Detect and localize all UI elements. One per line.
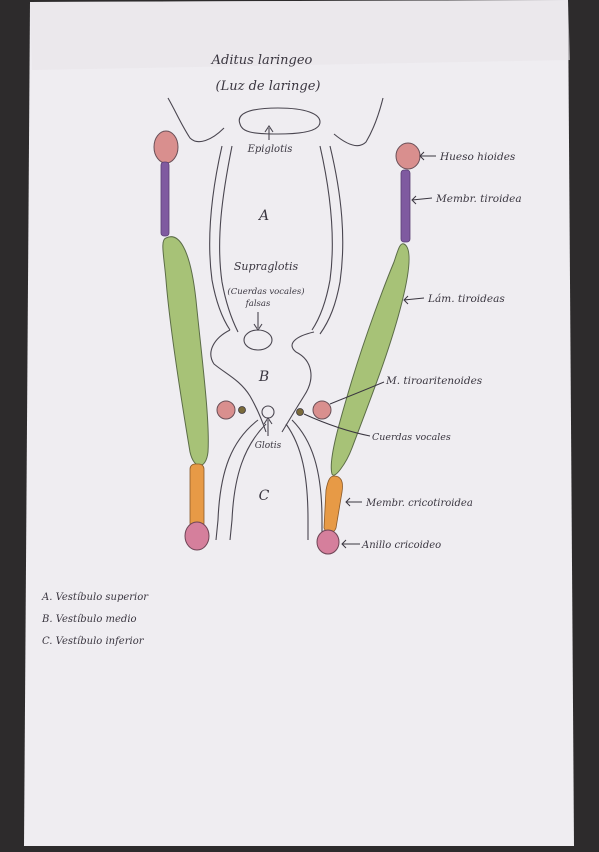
- left-infraglottic-wall-inner: [229, 423, 267, 541]
- supraglotis-note-1: (Cuerdas vocales): [227, 286, 304, 297]
- cricotiroidea-arrow: [345, 497, 362, 507]
- right-thyroarytenoid: [312, 400, 332, 420]
- left-aryepiglottic-line: [167, 97, 225, 143]
- lam-tiroideas-label: Lám. tiroideas: [427, 293, 505, 305]
- region-c-label: C: [259, 488, 270, 504]
- membrana-tiroidea-arrow: [411, 195, 433, 205]
- right-infraglottic-wall-outer: [291, 419, 323, 540]
- region-b-label: B: [258, 369, 269, 385]
- left-cricoid-ring: [184, 521, 210, 551]
- legend-item-a: A. Vestíbulo superior: [41, 592, 149, 603]
- right-aryepiglottic-line: [333, 97, 384, 147]
- membrana-tiroidea-label: Membr. tiroidea: [435, 193, 522, 205]
- left-thyroarytenoid: [216, 400, 236, 420]
- paper-sheet: [24, 0, 574, 846]
- right-wall-outer: [319, 145, 344, 335]
- cricotiroidea-label: Membr. cricotiroidea: [365, 498, 473, 509]
- leader-lines: [303, 151, 436, 549]
- left-vocal-cord: [238, 406, 246, 414]
- title-line-1: Aditus laringeo: [211, 53, 313, 68]
- right-hyoid: [395, 142, 421, 170]
- paper-shade: [30, 0, 570, 70]
- left-infraglottic-wall-outer: [215, 419, 259, 541]
- left-wall-inner: [219, 145, 239, 333]
- cuerdas-vocales-label: Cuerdas vocales: [372, 432, 451, 443]
- anillo-arrow: [341, 539, 360, 549]
- left-hyoid: [153, 130, 179, 164]
- hueso-hioides-arrow: [419, 151, 436, 161]
- right-vestibular-fold: [281, 331, 315, 433]
- right-wall-inner: [311, 145, 333, 331]
- supraglotis-arrow: [253, 312, 263, 331]
- tiroaritenoides-leader: [329, 381, 385, 405]
- right-thyrohyoid-membrane: [400, 169, 411, 243]
- glotis-label: Glotis: [255, 441, 282, 451]
- supraglotis-label: Supraglotis: [234, 260, 299, 273]
- hueso-hioides-label: Hueso hioides: [439, 151, 516, 163]
- right-thyroid-lamina: [330, 243, 410, 476]
- left-wall-outer: [209, 145, 231, 331]
- legend-item-b: B. Vestíbulo medio: [41, 614, 137, 625]
- left-cricothyroid-membrane: [189, 463, 205, 529]
- lam-tiroideas-arrow: [403, 295, 425, 305]
- right-infraglottic-wall-inner: [285, 423, 309, 540]
- left-vestibular-fold: [210, 329, 267, 433]
- supraglotis-note-2: falsas: [245, 299, 271, 309]
- glotis-arrow: [263, 417, 273, 436]
- right-vocal-cord: [296, 408, 304, 416]
- right-cricoid-ring: [316, 529, 340, 555]
- epiglottis-shape: [238, 107, 321, 135]
- legend: A. Vestíbulo superior B. Vestíbulo medio…: [41, 592, 149, 647]
- anillo-cricoideo-label: Anillo cricoideo: [361, 540, 441, 551]
- title-line-2: (Luz de laringe): [216, 79, 321, 94]
- legend-item-c: C. Vestíbulo inferior: [42, 636, 145, 647]
- region-a-label: A: [257, 208, 269, 224]
- left-thyrohyoid-membrane: [160, 161, 170, 237]
- cuerdas-vocales-leader: [303, 413, 371, 437]
- tiroaritenoides-label: M. tiroaritenoides: [385, 375, 483, 387]
- epiglotis-label: Epiglotis: [247, 144, 293, 155]
- outline-strokes: [167, 97, 384, 541]
- epiglotis-arrow: [264, 125, 274, 140]
